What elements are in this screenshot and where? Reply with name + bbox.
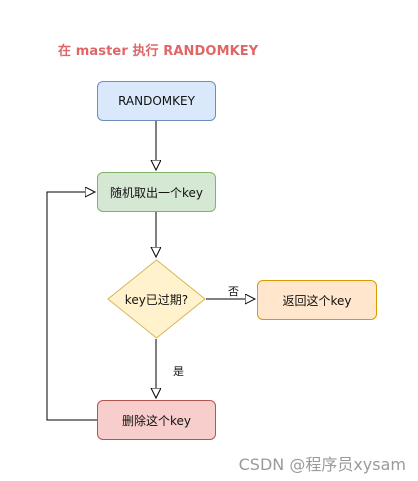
node-pick-random-key: 随机取出一个key xyxy=(97,172,216,212)
edge-delete-loop-to-pick xyxy=(46,192,97,421)
node-randomkey: RANDOMKEY xyxy=(97,81,216,121)
watermark: CSDN @程序员xysam xyxy=(238,455,406,474)
node-decision-label: key已过期? xyxy=(124,292,189,307)
edge-label-yes: 是 xyxy=(173,365,184,378)
edge-label-no: 否 xyxy=(228,285,239,298)
node-delete-key: 删除这个key xyxy=(97,400,216,440)
node-decision-shape xyxy=(107,259,206,339)
diagram-title: 在 master 执行 RANDOMKEY xyxy=(58,44,259,59)
node-return-key: 返回这个key xyxy=(257,280,377,320)
